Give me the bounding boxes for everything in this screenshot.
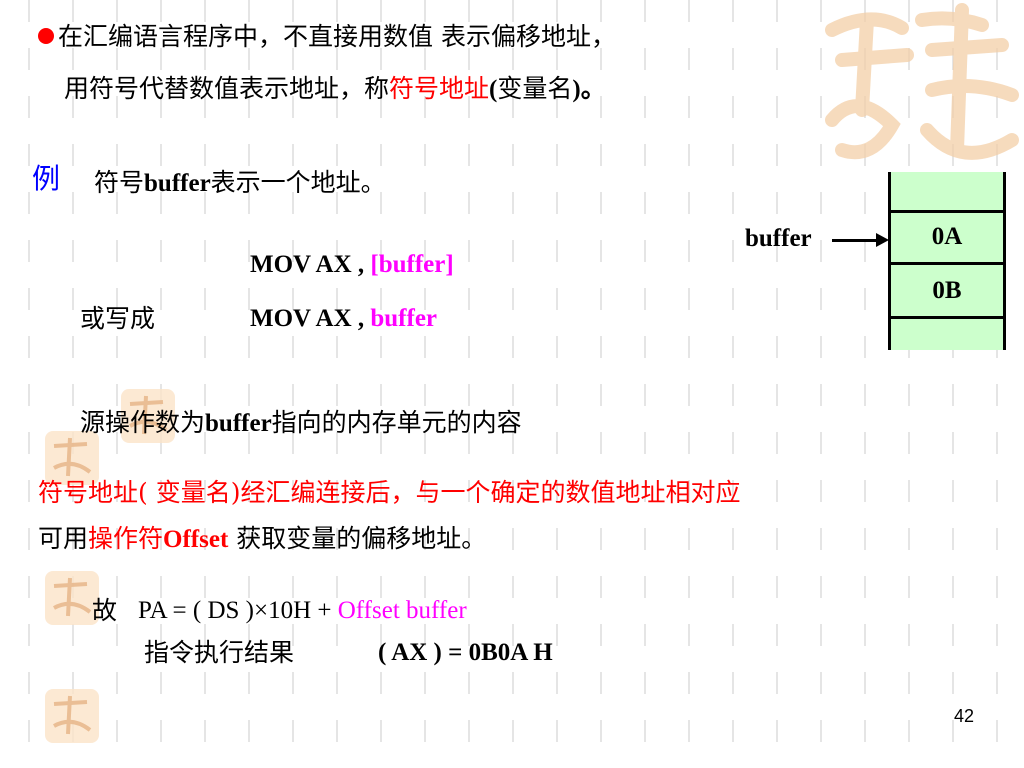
page-number: 42 xyxy=(954,706,975,726)
note-line-1: 符号地址( 变量名)经汇编连接后，与一个确定的数值地址相对应 xyxy=(38,478,741,507)
seal-stamp-2 xyxy=(45,431,99,485)
note-line-2: 可用操作符Offset 获取变量的偏移地址。 xyxy=(38,524,487,553)
code-line-2: MOV AX , buffer xyxy=(250,305,438,332)
memory-divider xyxy=(891,316,1003,319)
example-line: 例 xyxy=(32,164,60,195)
formula-prefix: 故 xyxy=(92,596,118,625)
memory-divider xyxy=(891,262,1003,265)
memory-cell: 0B xyxy=(932,277,962,304)
symbol-address-term: 符号地址 xyxy=(389,74,490,103)
seal-decoration-large xyxy=(825,3,1019,160)
memory-divider xyxy=(891,210,1003,213)
or-write-label: 或写成 xyxy=(80,304,156,333)
bullet-icon xyxy=(38,27,54,44)
seal-stamp-4 xyxy=(45,689,99,743)
intro-line-1: 在汇编语言程序中，不直接用数值 表示偏移地址， xyxy=(38,22,616,52)
seal-stamp-1 xyxy=(121,389,175,443)
pointer-label: buffer xyxy=(745,225,812,252)
seal-stamp-3 xyxy=(45,571,99,625)
memory-cell: 0A xyxy=(931,223,963,250)
result-value: ( AX ) = 0B0A H xyxy=(378,639,553,666)
example-text: 符号buffer表示一个地址。 xyxy=(94,168,386,197)
intro-line-2: 用符号代替数值表示地址，称符号地址(变量名)。 xyxy=(64,74,606,103)
formula-line: PA = ( DS )×10H + Offset buffer xyxy=(138,597,467,624)
result-label: 指令执行结果 xyxy=(144,638,295,667)
source-operand-line: 源操作数为buffer指向的内存单元的内容 xyxy=(80,408,522,437)
arrow-right-icon xyxy=(876,233,889,247)
example-label: 例 xyxy=(32,162,61,195)
pointer-arrow-line xyxy=(832,239,878,242)
code-line-1: MOV AX , [buffer] xyxy=(250,251,454,278)
memory-diagram: 0A 0B xyxy=(888,172,1006,350)
